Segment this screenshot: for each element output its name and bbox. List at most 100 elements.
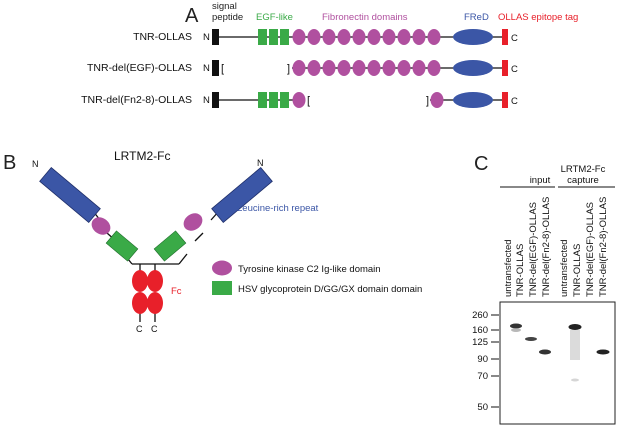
hsv-domain-left [105,230,139,262]
ig-like-domain-right [183,213,203,231]
construct-tnr-del-fn2-8-ollas: TNR-del(Fn2-8)-OLLAS N [ ] C [81,92,518,108]
band-capture-tnr-ollas [568,324,582,330]
construct-tnr-ollas: TNR-OLLAS N C [133,29,518,45]
header-ollas-tag: OLLAS epitope tag [498,12,578,23]
fibronectin-domain-1 [292,60,306,76]
n-terminus-right: N [257,158,264,168]
panel-b-letter: B [3,152,16,174]
band-input-tnr-ollas [510,323,522,329]
lane-label-3: TNR-del(EGF)-OLLAS [528,202,539,297]
legend-hsv-swatch [212,281,232,295]
fc-domain-3 [132,292,148,314]
fibronectin-domain-9 [430,92,444,108]
fibronectin-domain-5 [352,60,366,76]
c-terminus-label: C [511,33,518,44]
c-terminus-left: C [136,324,143,334]
fc-domains [132,270,163,314]
mw-90: 90 [477,354,488,365]
lane-label-6: TNR-OLLAS [572,244,583,297]
deletion-bracket-close: ] [426,95,429,107]
egf-domain-3 [280,92,289,108]
fibronectin-domain-1 [292,29,306,45]
fibronectin-domain-7 [382,29,396,45]
panel-a: A signal peptide EGF-like Fibronectin do… [81,1,578,108]
hsv-domain-right [153,230,187,262]
fc-label: Fc [171,286,182,297]
egf-domain-2 [269,29,278,45]
fibronectin-domain-2 [307,60,321,76]
fred-domain [453,92,493,108]
lane-label-1: untransfected [503,239,514,297]
ollas-tag-box [502,60,508,76]
mw-50: 50 [477,402,488,413]
panel-c: C input LRTM2-Fc capture untransfected T… [472,153,616,425]
signal-peptide-box [212,60,219,76]
egf-domain-3 [280,29,289,45]
n-terminus-label: N [203,95,210,106]
lane-labels: untransfected TNR-OLLAS TNR-del(EGF)-OLL… [503,197,609,297]
fibronectin-domain-6 [367,29,381,45]
c-terminus-label: C [511,96,518,107]
c-terminus-right: C [151,324,158,334]
lane-label-8: TNR-del(Fn2-8)-OLLAS [598,197,609,297]
c-terminus-label: C [511,64,518,75]
deletion-bracket-open: [ [221,63,224,75]
construct-label: TNR-del(EGF)-OLLAS [87,62,192,74]
fibronectin-domains [292,60,441,76]
panel-a-letter: A [185,5,199,27]
fibronectin-domain-9 [412,29,426,45]
lane-label-2: TNR-OLLAS [515,244,526,297]
panel-b: B LRTM2-Fc N N [3,149,422,334]
construct-label: TNR-OLLAS [133,31,192,43]
egf-domain-2 [269,92,278,108]
ollas-tag-box [502,92,508,108]
ig-like-domain-left [91,217,111,235]
fibronectin-domain-4 [337,29,351,45]
mw-70: 70 [477,371,488,382]
lane-label-4: TNR-del(Fn2-8)-OLLAS [541,197,552,297]
fibronectin-domain-1 [292,92,306,108]
fibronectin-domain-5 [352,29,366,45]
n-terminus-left: N [32,159,39,169]
legend-ig-like-swatch [212,260,232,276]
mw-160: 160 [472,325,488,336]
band-capture-del-fn [596,349,610,355]
band-input-del-fn [539,349,551,355]
header-signal-peptide-line2: peptide [212,12,243,23]
fibronectin-domain-8 [397,60,411,76]
fibronectin-domain-3 [322,29,336,45]
lrr-block-right [211,166,273,224]
fibronectin-domain-10 [427,29,441,45]
fc-domain-2 [147,270,163,292]
mw-markers: 260 160 125 90 70 50 [472,310,488,413]
fibronectin-domain-7 [382,60,396,76]
mw-125: 125 [472,337,488,348]
band-input-del-egf [525,337,537,341]
fc-domain-1 [132,270,148,292]
header-fred: FReD [464,12,489,23]
band-capture-tnr-ollas-smear [570,330,580,360]
construct-tnr-del-egf-ollas: TNR-del(EGF)-OLLAS N [ ] C [87,60,518,76]
group-capture-label-line1: LRTM2-Fc [561,164,606,175]
lrr-block-left [39,166,101,224]
mw-260: 260 [472,310,488,321]
fibronectin-domain-8 [397,29,411,45]
egf-domain-1 [258,92,267,108]
mw-ticks [491,314,499,408]
band-input-tnr-ollas-smear [511,328,521,332]
group-input-label: input [530,175,551,186]
legend-hsv-label: HSV glycoprotein D/GG/GX domain domain [238,284,422,295]
header-egf-like: EGF-like [256,12,293,23]
fibronectin-domain-4 [337,60,351,76]
fibronectin-domain-3 [322,60,336,76]
lrr-label: Leucine-rich repeat [237,203,319,214]
n-terminus-label: N [203,63,210,74]
header-signal-peptide-line1: signal [212,1,237,12]
lrtm2-fc-title: LRTM2-Fc [114,149,170,163]
western-blot [499,301,616,425]
deletion-bracket-close: ] [287,63,290,75]
ollas-tag-box [502,29,508,45]
lane-label-7: TNR-del(EGF)-OLLAS [585,202,596,297]
construct-label: TNR-del(Fn2-8)-OLLAS [81,94,192,106]
